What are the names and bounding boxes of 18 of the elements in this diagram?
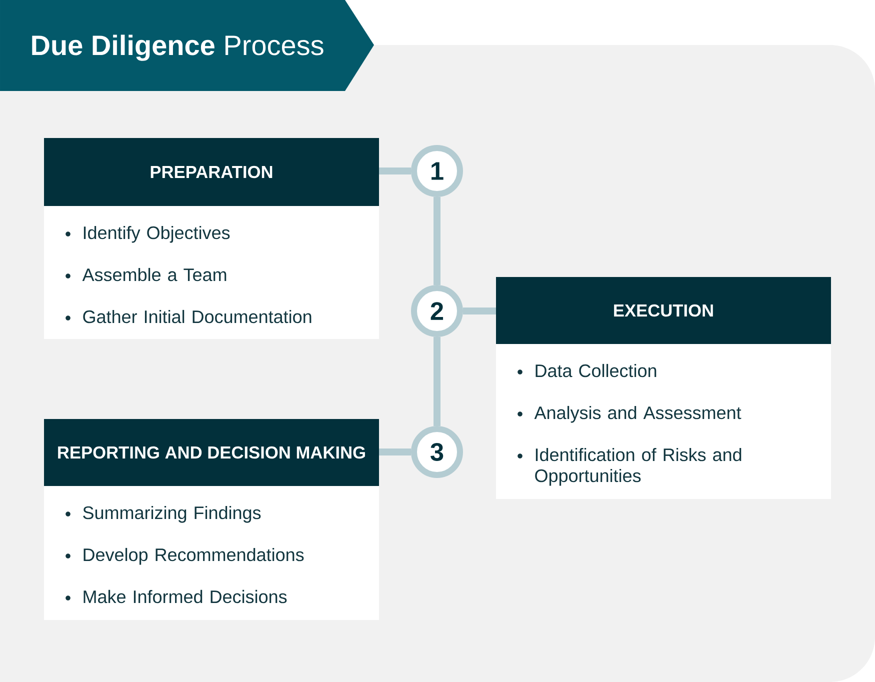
list-item: Data Collection <box>536 364 656 378</box>
card-header: REPORTING AND DECISION MAKING <box>44 418 379 486</box>
list-item: Analysis and Assessment <box>534 406 742 423</box>
list-item: Identification of Risks and Opportunities <box>535 448 742 486</box>
list-item: Assemble a Team <box>82 268 226 282</box>
list-item: Identify Objectives <box>84 226 230 243</box>
list-item: Make Informed Decisions <box>84 590 287 604</box>
list-item: Gather Initial Documentation <box>83 310 312 324</box>
connector-line <box>379 168 411 174</box>
connector-line <box>434 337 440 426</box>
connector-line <box>434 197 440 285</box>
list-item: Develop Recommendations <box>84 548 304 565</box>
connector-line <box>463 307 496 314</box>
connector-line <box>379 448 411 456</box>
list-item: Summarizing Findings <box>83 506 261 523</box>
title-banner: Due Diligence Process <box>0 0 374 91</box>
card-header: PREPARATION <box>44 138 379 206</box>
card-header: EXECUTION <box>496 277 831 344</box>
